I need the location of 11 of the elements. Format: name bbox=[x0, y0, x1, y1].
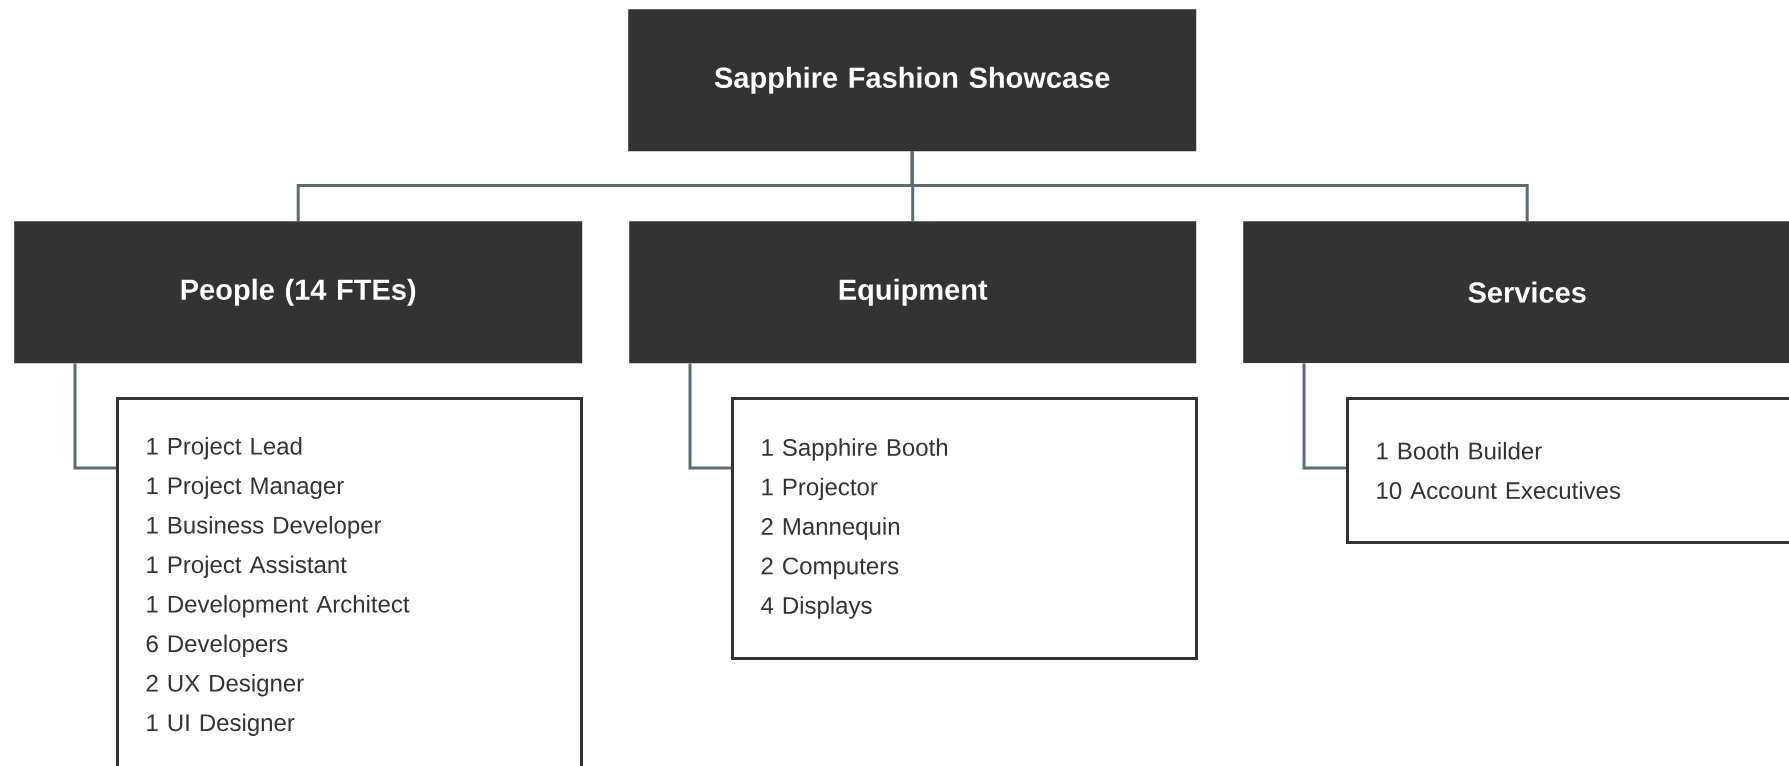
category-box: Services bbox=[1243, 221, 1789, 364]
list-box: 1 Booth Builder 10 Account Executives bbox=[1346, 397, 1789, 544]
connector-line bbox=[73, 363, 116, 470]
category-box: People (14 FTEs) bbox=[14, 221, 583, 364]
category-box: Equipment bbox=[629, 221, 1197, 364]
list-box: 1 Sapphire Booth 1 Projector 2 Mannequin 2 Computers 4 Displays bbox=[731, 397, 1198, 660]
connector-line bbox=[1302, 363, 1346, 470]
list-box: 1 Project Lead 1 Project Manager 1 Business Developer 1 Project Assistant 1 Development Architect 6 Developers 2 UX Designer 1 UI Designer bbox=[116, 397, 583, 766]
category-box: Sapphire Fashion Showcase bbox=[628, 9, 1197, 152]
connector-line bbox=[910, 151, 1529, 221]
connector-line bbox=[688, 363, 731, 470]
